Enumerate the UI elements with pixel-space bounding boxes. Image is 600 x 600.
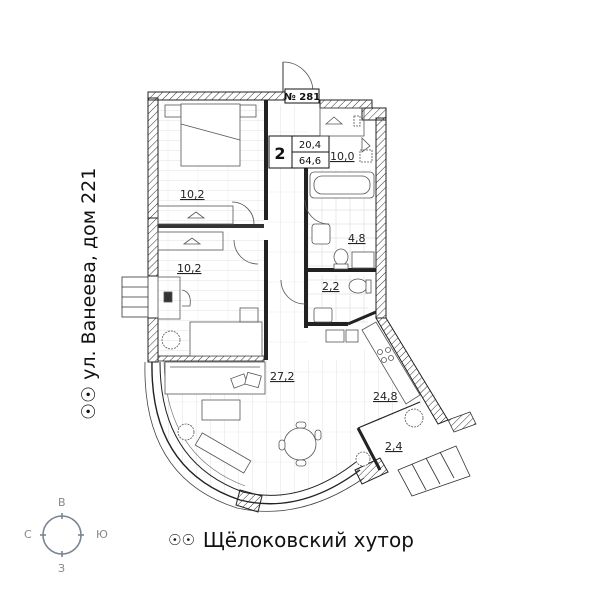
- area-kitchen: 24,8: [373, 390, 398, 403]
- walls: [144, 91, 449, 513]
- area-hallway: 10,0: [330, 150, 355, 163]
- room-area-labels: 10,2 10,2 10,0 4,8 2,2 27,2 24,8 2,4: [177, 150, 403, 453]
- entrance-door: [282, 61, 314, 93]
- complex-label: ☉☉ Щёлоковский хутор: [168, 528, 414, 552]
- bedroom-1-furniture: [157, 103, 257, 225]
- street-address: ул. Ванеева, дом 221: [78, 167, 100, 380]
- toilet-fixtures: [280, 278, 372, 323]
- living-room-furniture: [164, 361, 371, 474]
- street-label: ☉☉ ул. Ванеева, дом 221: [78, 168, 100, 420]
- area-living-room: 27,2: [270, 370, 295, 383]
- binoculars-icon: ☉☉: [168, 531, 195, 549]
- balcony-outer: [397, 411, 477, 497]
- area-bedroom-2: 10,2: [177, 262, 202, 275]
- total-area: 64,6: [299, 156, 321, 167]
- area-bedroom-1: 10,2: [180, 188, 205, 201]
- binoculars-icon: ☉☉: [78, 385, 100, 420]
- apartment-number-badge: № 281: [284, 88, 320, 104]
- living-area: 20,4: [299, 140, 321, 151]
- hallway-wardrobe: [319, 107, 373, 163]
- area-balcony: 2,4: [385, 440, 403, 453]
- bathroom-fixtures: [304, 171, 375, 270]
- kitchen-furniture: [325, 321, 424, 428]
- left-window: [121, 276, 149, 318]
- compass-west: С: [24, 528, 32, 541]
- bedroom-2-furniture: [157, 231, 263, 357]
- compass-south: З: [58, 562, 66, 575]
- compass: [40, 513, 84, 557]
- compass-north: В: [58, 496, 66, 509]
- area-toilet: 2,2: [322, 280, 340, 293]
- area-bathroom: 4,8: [348, 232, 366, 245]
- compass-east: Ю: [96, 528, 108, 541]
- apartment-number: № 281: [284, 92, 320, 103]
- complex-name: Щёлоковский хутор: [202, 528, 414, 552]
- apartment-summary: 2 20,4 64,6: [268, 135, 330, 169]
- room-count: 2: [274, 144, 285, 163]
